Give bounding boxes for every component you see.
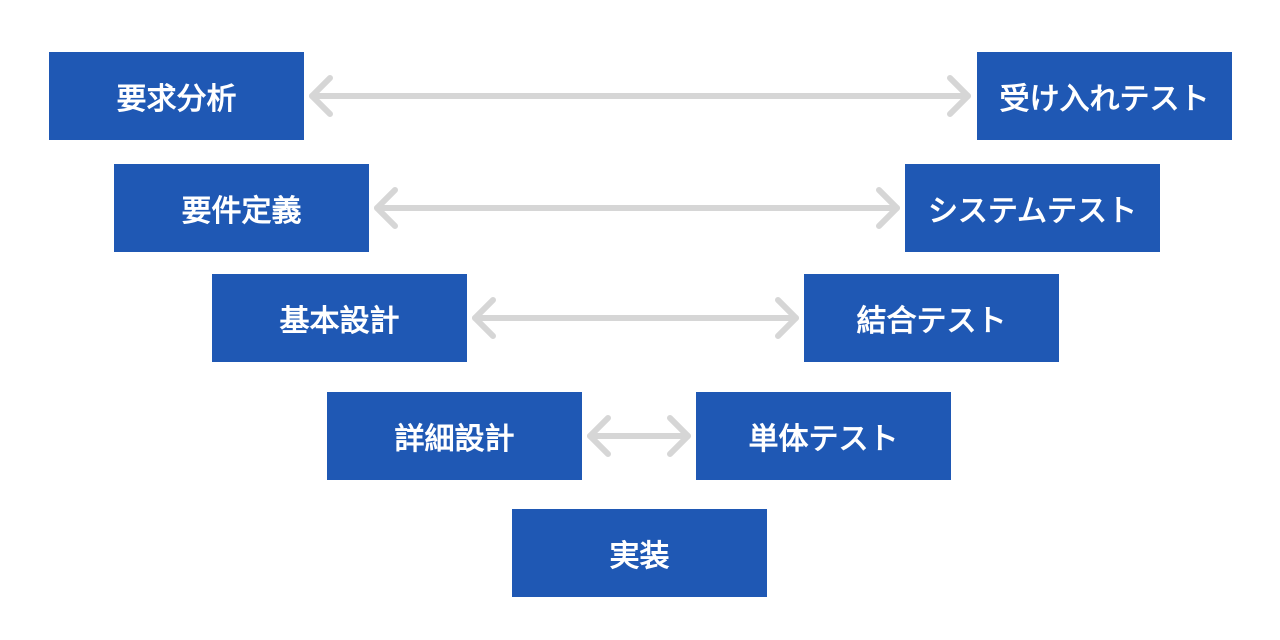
- phase-requirements-definition: 要件定義: [114, 164, 369, 252]
- arrow-row-1: [309, 75, 971, 117]
- phase-label: システムテスト: [927, 194, 1138, 229]
- phase-label: 実装: [609, 539, 670, 574]
- phase-label: 詳細設計: [394, 422, 515, 457]
- phase-requirements-analysis: 要求分析: [49, 52, 304, 140]
- arrow-row-3: [472, 297, 799, 339]
- phase-label: 結合テスト: [856, 304, 1007, 339]
- phase-basic-design: 基本設計: [212, 274, 467, 362]
- phase-system-test: システムテスト: [905, 164, 1160, 252]
- phase-label: 受け入れテスト: [999, 82, 1210, 117]
- phase-unit-test: 単体テスト: [696, 392, 951, 480]
- phase-label: 要件定義: [181, 194, 302, 229]
- phase-implementation: 実装: [512, 509, 767, 597]
- arrow-row-4: [587, 415, 691, 457]
- phase-integration-test: 結合テスト: [804, 274, 1059, 362]
- phase-detailed-design: 詳細設計: [327, 392, 582, 480]
- phase-acceptance-test: 受け入れテスト: [977, 52, 1232, 140]
- arrow-row-2: [374, 187, 900, 229]
- phase-label: 要求分析: [116, 82, 237, 117]
- phase-label: 単体テスト: [748, 422, 899, 457]
- phase-label: 基本設計: [279, 304, 400, 339]
